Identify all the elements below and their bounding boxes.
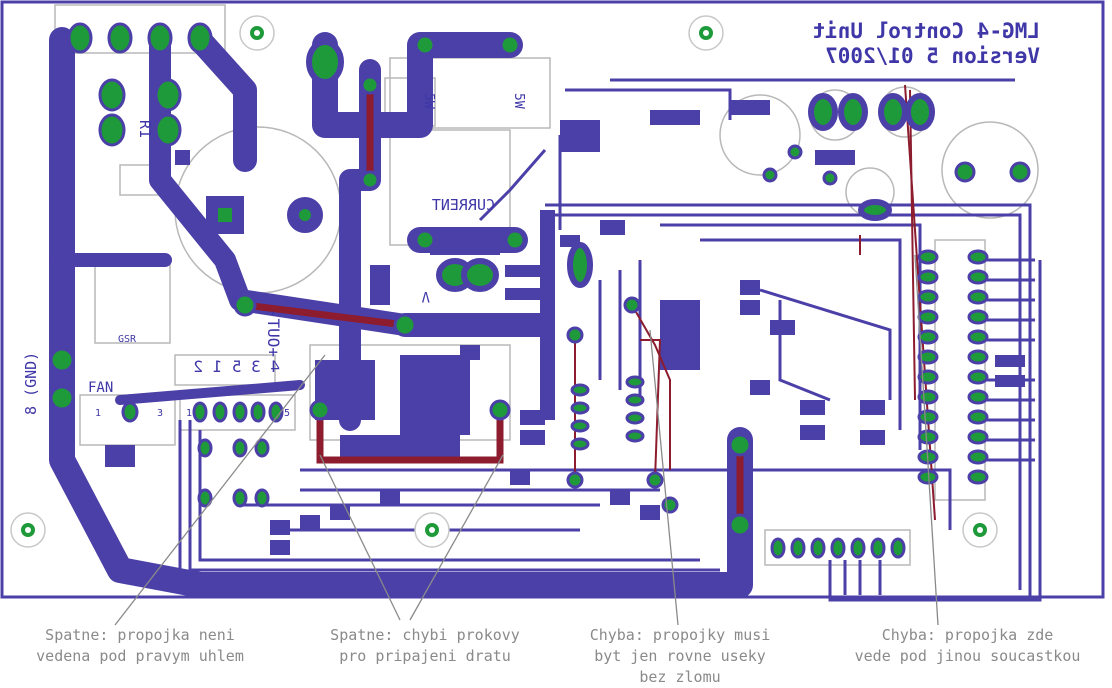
connector-pads xyxy=(121,375,645,508)
thin-jumper-wires xyxy=(574,84,936,521)
pin-label-1: 1 xyxy=(95,408,101,419)
board-version: Version 5 01/2007 xyxy=(825,44,1040,68)
label-current: CURRENT xyxy=(432,196,495,214)
pin-label-conn-1: 1 xyxy=(186,408,192,419)
label-r1: R1 xyxy=(136,120,154,138)
annotation-straight-jumpers: Chyba: propojky musi byt jen rovne useky… xyxy=(589,626,771,686)
label-5w-b: 5W xyxy=(511,93,526,109)
mounting-holes xyxy=(10,15,998,548)
annotation-jumper-under-part: Chyba: propojka zde vede pod jinou souca… xyxy=(854,626,1081,665)
label-cap-v: V xyxy=(421,288,430,304)
big-capacitor-pads xyxy=(206,196,323,234)
copper-signal-traces xyxy=(178,78,1042,602)
annotation-leaders xyxy=(114,254,939,626)
label-out: +OUT- xyxy=(264,309,283,357)
label-5w-a: 5W xyxy=(421,93,436,109)
annotation-missing-vias: Spatne: chybi prokovy pro pripajeni drat… xyxy=(330,626,520,665)
silkscreen-labels: LMG-4 Control Unit Version 5 01/2007 CUR… xyxy=(22,19,1040,419)
label-connector-pins: 4 3 5 1 2 xyxy=(193,357,280,376)
pin-label-conn-5: 5 xyxy=(284,408,290,419)
label-gsr: GSR xyxy=(118,334,137,345)
capacitor-pads xyxy=(306,39,935,292)
label-fan: FAN xyxy=(88,380,113,396)
pin-label-3: 3 xyxy=(157,408,163,419)
jumper-wires xyxy=(241,81,744,529)
board-title: LMG-4 Control Unit xyxy=(812,19,1040,43)
through-hole-pads xyxy=(49,22,1031,537)
header-pads-bottom xyxy=(770,537,906,559)
label-gnd: 8 (GND) xyxy=(22,352,40,415)
header-pads-right xyxy=(917,249,989,485)
annotation-wrong-angle: Spatne: propojka neni vedena pod pravym … xyxy=(36,626,244,665)
copper-blocks xyxy=(105,100,1025,555)
